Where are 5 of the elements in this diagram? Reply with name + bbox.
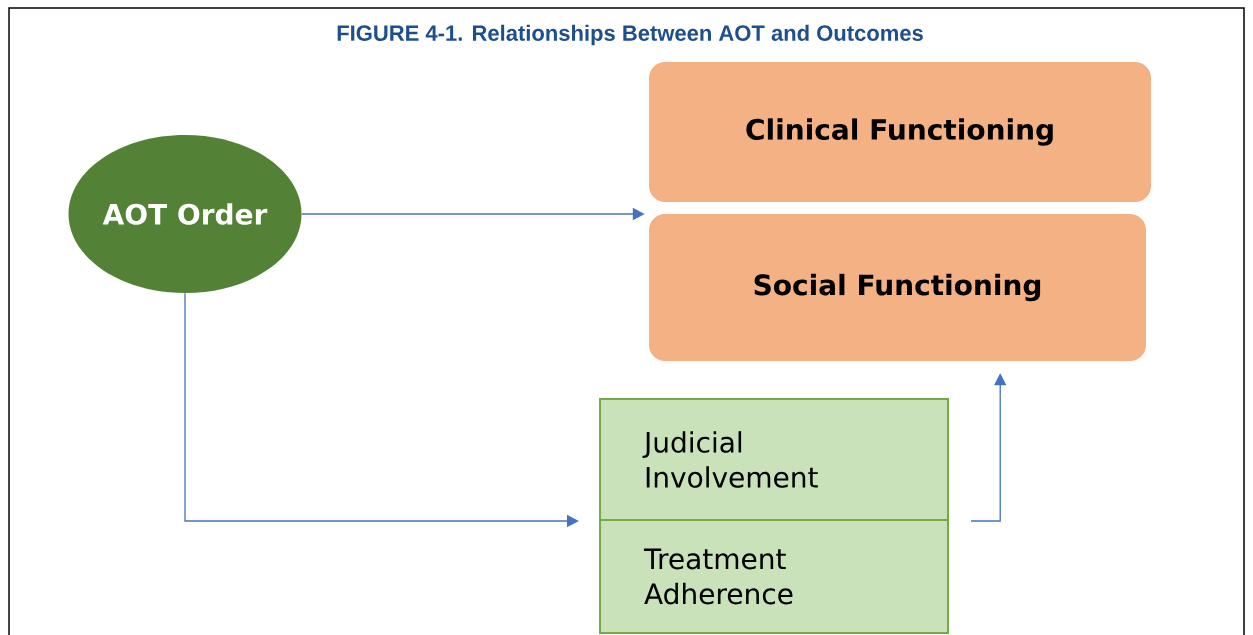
figure-title: FIGURE 4-1. Relationships Between AOT and Outcomes — [337, 24, 923, 46]
outcome-box: Clinical Functioning — [649, 62, 1151, 202]
factor-box: Treatment Adherence — [599, 519, 949, 634]
factor-box: Judicial Involvement — [599, 398, 949, 521]
outcome-box: Social Functioning — [649, 214, 1146, 361]
